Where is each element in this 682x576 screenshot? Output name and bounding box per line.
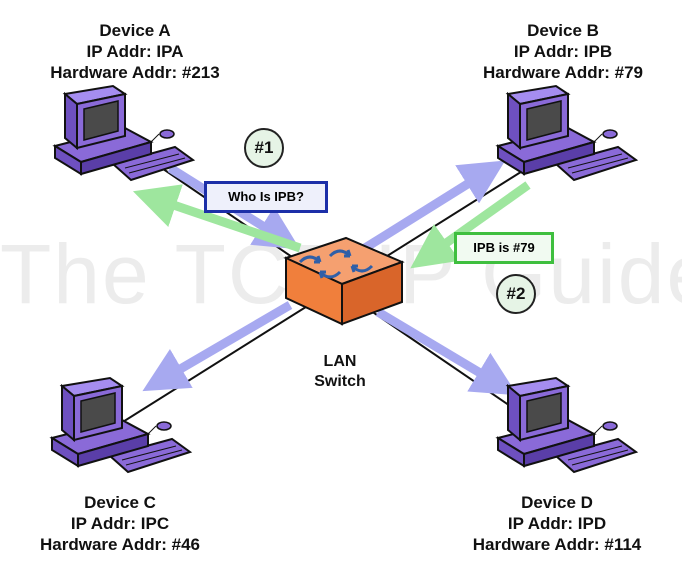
device-a-name: Device A	[99, 21, 171, 40]
computer-icon-device-b	[497, 85, 637, 181]
device-c-hw: Hardware Addr: #46	[40, 535, 200, 554]
device-d-name: Device D	[521, 493, 593, 512]
device-a-hw: Hardware Addr: #213	[50, 63, 220, 82]
device-a-label: Device A IP Addr: IPA Hardware Addr: #21…	[20, 20, 250, 83]
step-2-badge: #2	[496, 274, 536, 314]
device-d-ip: IP Addr: IPD	[507, 514, 607, 533]
device-c-ip: IP Addr: IPC	[70, 514, 170, 533]
device-b-name: Device B	[527, 21, 599, 40]
lan-switch-icon	[283, 236, 405, 326]
switch-label-line1: LAN	[323, 353, 357, 370]
step-1-badge: #1	[244, 128, 284, 168]
computer-icon-device-d	[497, 377, 637, 473]
reply-message-box: IPB is #79	[454, 232, 554, 264]
reply-arrows	[132, 181, 531, 269]
device-c-label: Device C IP Addr: IPC Hardware Addr: #46	[5, 492, 235, 555]
switch-label-line2: Switch	[314, 373, 366, 390]
device-b-ip: IP Addr: IPB	[513, 42, 613, 61]
device-d-hw: Hardware Addr: #114	[472, 535, 642, 554]
request-message-box: Who Is IPB?	[204, 181, 328, 213]
computer-icon-device-a	[54, 85, 194, 181]
switch-label: LAN Switch	[300, 352, 380, 392]
device-d-label: Device D IP Addr: IPD Hardware Addr: #11…	[442, 492, 672, 555]
device-a-ip: IP Addr: IPA	[86, 42, 184, 61]
device-b-hw: Hardware Addr: #79	[483, 63, 643, 82]
device-b-label: Device B IP Addr: IPB Hardware Addr: #79	[448, 20, 678, 83]
device-c-name: Device C	[84, 493, 156, 512]
